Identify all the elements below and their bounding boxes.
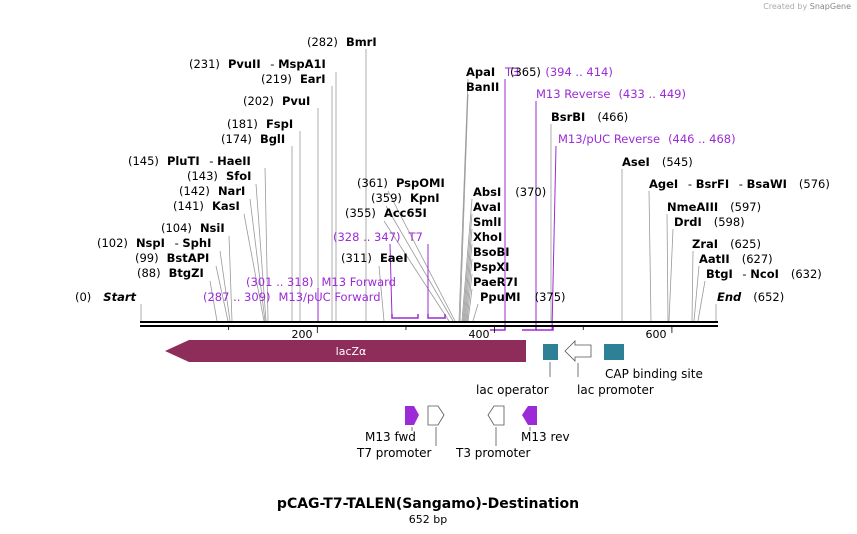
snapgene-watermark: Created by SnapGene (763, 2, 851, 11)
lac-promoter-arrow-icon (564, 340, 592, 362)
site-zrai: ZraI(625) (692, 237, 761, 251)
site-drdi: DrdI(598) (674, 215, 745, 229)
site-pluti: (145)PluTI - HaeII (128, 154, 251, 168)
lac-promoter-label: lac promoter (577, 383, 654, 397)
tick-label-200: 200 (292, 328, 313, 341)
end-pos: (652) (753, 290, 784, 304)
tick-label-600: 600 (646, 328, 667, 341)
site-asei: AseI(545) (622, 155, 693, 169)
site-eari: (219)EarI (261, 72, 326, 86)
site-avai: AvaI (473, 200, 501, 214)
site-btgi: BtgI - NcoI(632) (706, 267, 822, 281)
site-pvui: (202)PvuI (243, 94, 310, 108)
cap-binding-site-label: CAP binding site (605, 367, 703, 381)
site-bsrbi: BsrBI(466) (551, 110, 628, 124)
site-btgzi: (88)BtgZI (137, 266, 204, 280)
start-marker: (0) Start (75, 290, 137, 304)
primer-leader-lines (317, 79, 557, 331)
lacz-alpha-label: lacZα (336, 345, 367, 358)
lacz-alpha-feature (165, 340, 526, 362)
cap-binding-site-feature (604, 344, 624, 360)
lac-operator-feature (543, 344, 558, 360)
m13-fwd-label: M13 fwd (365, 430, 416, 444)
watermark-created-by: Created by (763, 2, 808, 11)
m13-rev-label: M13 rev (521, 430, 570, 444)
site-acc65i: (355)Acc65I (345, 206, 427, 220)
primer-m13-puc-forward: (287 .. 309)M13/pUC Forward (203, 290, 381, 304)
site-apai: ApaI (466, 65, 495, 79)
site-leader-lines (140, 49, 717, 322)
site-smli: SmlI (473, 215, 502, 229)
dna-backbone (140, 321, 718, 327)
site-sfoi: (143)SfoI (187, 169, 251, 183)
site-nspi: (102)NspI - SphI (97, 236, 211, 250)
plasmid-size: 652 bp (409, 513, 447, 526)
site-kpni: (359)KpnI (371, 191, 440, 205)
t7-promoter-label: T7 promoter (356, 446, 432, 460)
site-absi: AbsI(370) (473, 185, 546, 199)
site-xhoi: XhoI (473, 230, 502, 244)
site-nsii: (104)NsiI (161, 221, 225, 235)
primer-m13-puc-reverse: M13/pUC Reverse(446 .. 468) (558, 132, 736, 146)
site-apai-pos: (365) (510, 65, 541, 79)
site-paer7i: PaeR7I (473, 275, 518, 289)
primer-t7: (328 .. 347)T7 (333, 230, 423, 244)
site-kasi: (141)KasI (173, 199, 240, 213)
site-ppumi: PpuMI(375) (480, 290, 566, 304)
start-label: Start (103, 290, 136, 304)
m13-fwd-arrow-icon (405, 406, 419, 425)
site-pspomi: (361)PspOMI (357, 176, 445, 190)
site-banii: BanII (466, 80, 499, 94)
t7-promoter-arrow-icon (427, 405, 445, 426)
site-bmri: (282)BmrI (307, 35, 377, 49)
watermark-brand: SnapGene (809, 2, 851, 11)
start-pos: (0) (75, 290, 91, 304)
site-nmeaiii: NmeAIII(597) (667, 200, 761, 214)
tick-label-400: 400 (469, 328, 490, 341)
site-nari: (142)NarI (179, 184, 245, 198)
site-bsobi: BsoBI (473, 245, 510, 259)
m13-rev-arrow-icon (522, 406, 537, 425)
primer-m13-reverse: M13 Reverse(433 .. 449) (536, 87, 686, 101)
site-pvuii: (231)PvuII - MspA1I (189, 57, 326, 71)
t3-promoter-arrow-icon (487, 405, 505, 426)
site-pspxi: PspXI (473, 260, 509, 274)
site-aatii: AatII(627) (699, 252, 773, 266)
plasmid-title: pCAG-T7-TALEN(Sangamo)-Destination (277, 496, 579, 512)
site-agei: AgeI - BsrFI - BsaWI(576) (649, 177, 830, 191)
t3-promoter-label: T3 promoter (455, 446, 531, 460)
site-eaei: (311)EaeI (341, 251, 408, 265)
end-label: End (717, 290, 742, 304)
primer-m13-forward: (301 .. 318)M13 Forward (246, 275, 396, 289)
primer-t3: T3(394 .. 414) (504, 65, 613, 79)
lac-operator-label: lac operator (476, 383, 549, 397)
site-fspi: (181)FspI (227, 117, 293, 131)
site-bgli: (174)BglI (221, 132, 285, 146)
end-marker: End (652) (717, 290, 784, 304)
scale-ticks (228, 327, 673, 333)
site-bstapi: (99)BstAPI (135, 251, 209, 265)
